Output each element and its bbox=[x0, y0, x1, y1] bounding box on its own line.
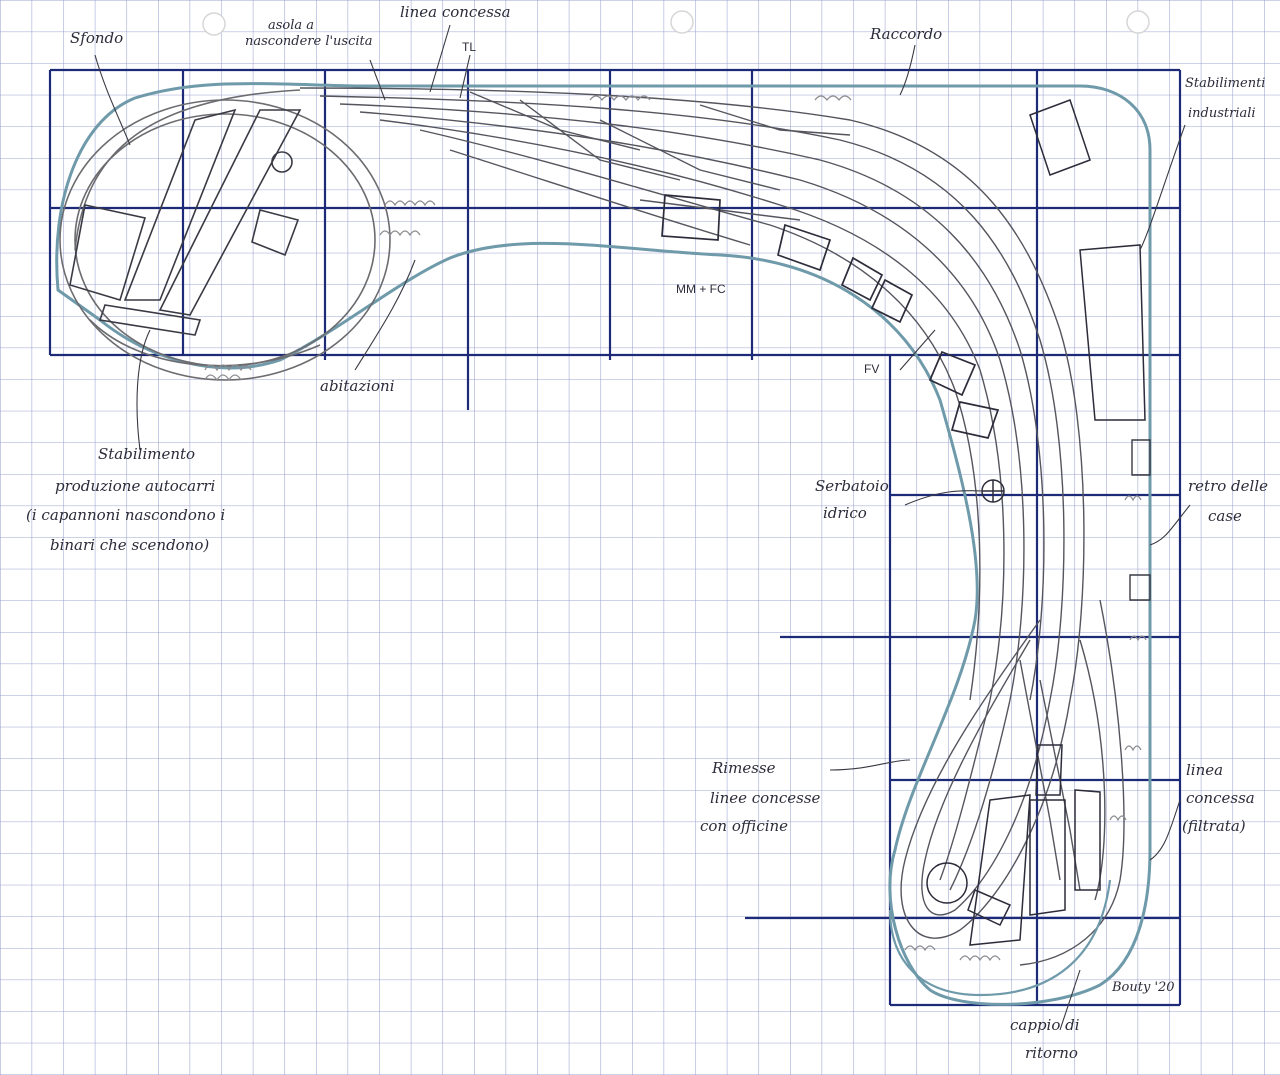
label-abitazioni: abitazioni bbox=[320, 377, 395, 395]
label-stab-autocarri-3: (i capannoni nascondono i bbox=[26, 506, 226, 524]
label-tl: TL bbox=[462, 40, 477, 54]
label-stabilimenti-2: industriali bbox=[1188, 106, 1256, 121]
label-linea-concessa-right-1: linea bbox=[1186, 761, 1224, 779]
label-linea-concessa-top: linea concessa bbox=[400, 3, 511, 21]
industry-buildings-top-right bbox=[1029, 99, 1146, 421]
label-sfondo: Sfondo bbox=[70, 29, 124, 47]
vegetation bbox=[204, 95, 1147, 962]
binder-holes bbox=[202, 10, 1150, 36]
leader-lines bbox=[94, 24, 1191, 1031]
label-asola-1: asola a bbox=[268, 18, 315, 33]
label-fv: FV bbox=[864, 362, 880, 376]
label-stabilimenti-1: Stabilimenti bbox=[1185, 76, 1266, 91]
water-tower bbox=[981, 479, 1005, 503]
layout-outer-edge bbox=[55, 82, 1152, 1006]
label-serbatoio-1: Serbatoio bbox=[815, 477, 889, 495]
return-loop bbox=[888, 879, 1112, 997]
label-mm-fc: MM + FC bbox=[676, 282, 726, 296]
signature: Bouty '20 bbox=[1112, 980, 1175, 995]
module-outline bbox=[48, 68, 1182, 1007]
label-stab-autocarri-4: binari che scendono) bbox=[50, 536, 210, 554]
label-linea-concessa-right-2: concessa bbox=[1186, 789, 1255, 807]
label-cappio-2: ritorno bbox=[1025, 1044, 1078, 1062]
label-stab-autocarri-1: Stabilimento bbox=[98, 445, 196, 463]
houses-right bbox=[1129, 439, 1151, 601]
label-stab-autocarri-2: produzione autocarri bbox=[55, 477, 216, 495]
left-loop-tracks bbox=[59, 89, 391, 381]
label-rimesse-1: Rimesse bbox=[712, 759, 776, 777]
label-linea-concessa-right-3: (filtrata) bbox=[1182, 817, 1246, 835]
label-cappio-1: cappio di bbox=[1010, 1016, 1080, 1034]
label-retro-1: retro delle bbox=[1188, 477, 1268, 495]
depot-sheds bbox=[926, 744, 1101, 946]
truck-factory-buildings bbox=[69, 108, 302, 336]
label-raccordo: Raccordo bbox=[870, 25, 943, 43]
label-rimesse-3: con officine bbox=[700, 817, 789, 835]
label-asola-2: nascondere l'uscita bbox=[245, 34, 373, 49]
label-retro-2: case bbox=[1208, 507, 1242, 525]
station-buildings bbox=[661, 194, 1000, 439]
main-line-tracks bbox=[299, 87, 1085, 701]
label-serbatoio-2: idrico bbox=[823, 504, 867, 522]
label-rimesse-2: linee concesse bbox=[710, 789, 821, 807]
